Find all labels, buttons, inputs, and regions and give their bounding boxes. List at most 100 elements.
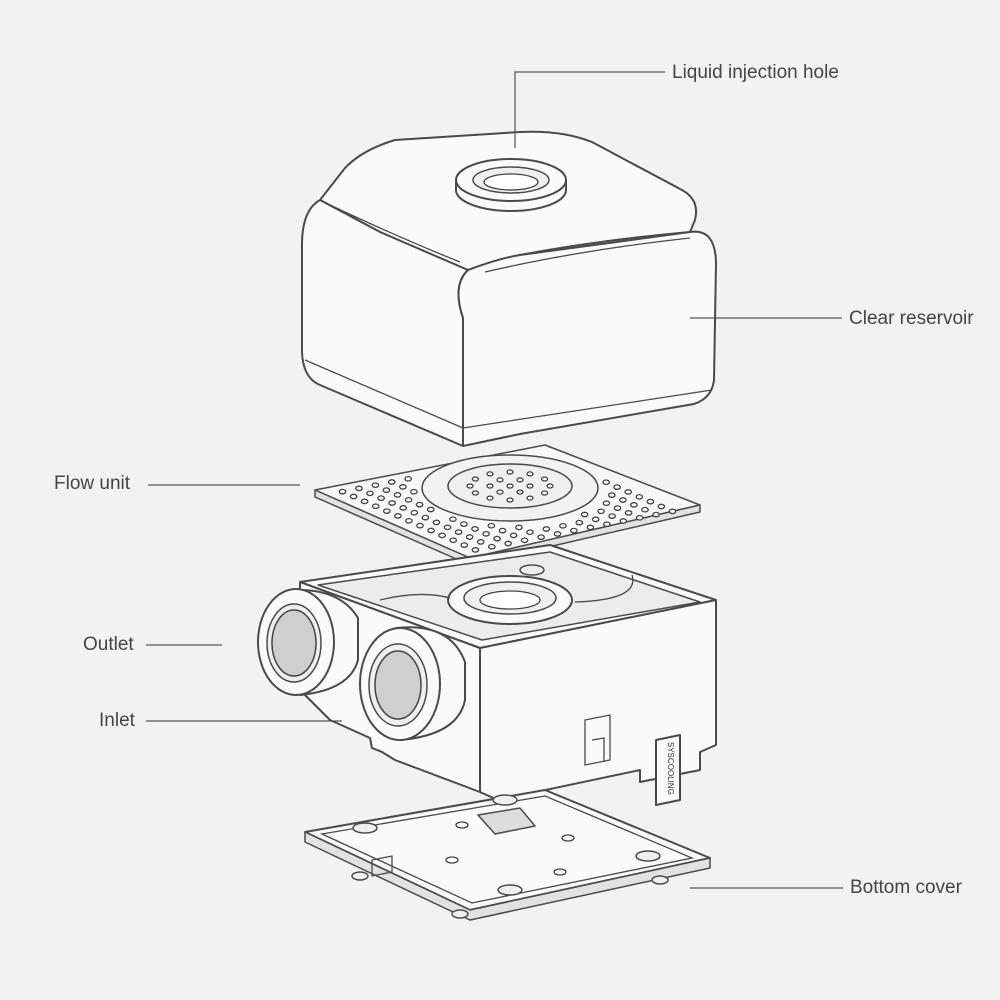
perforation-hole (619, 518, 628, 524)
center-perforation-hole (496, 489, 504, 495)
perforation-hole (382, 487, 391, 493)
label-liquid-injection-hole: Liquid injection hole (672, 62, 839, 83)
center-perforation-hole (496, 477, 504, 483)
perforation-hole (476, 539, 485, 545)
perforation-hole (338, 488, 347, 495)
perforation-hole (454, 529, 463, 535)
bottom-cover (304, 789, 711, 921)
label-bottom-cover: Bottom cover (850, 877, 962, 898)
perforation-hole (427, 527, 435, 534)
injection-hole-fitting (455, 158, 567, 212)
label-clear-reservoir: Clear reservoir (849, 308, 974, 329)
flow-unit-perforations (338, 475, 677, 553)
perforation-hole (355, 485, 363, 492)
center-perforation-hole (526, 471, 534, 477)
perforation-hole (646, 498, 655, 505)
center-perforation-hole (506, 469, 514, 475)
leader-lines (146, 71, 843, 889)
perforation-hole (608, 513, 616, 519)
perforation-hole (602, 500, 611, 507)
perforation-hole (399, 505, 408, 511)
perforation-hole (438, 532, 446, 539)
perforation-hole (366, 490, 374, 497)
perforation-hole (465, 534, 474, 540)
perforation-hole (460, 542, 469, 548)
perforation-hole (404, 475, 413, 482)
perforation-hole (460, 521, 468, 527)
perforation-hole (382, 508, 391, 514)
perforation-hole (443, 524, 452, 531)
perforation-hole (449, 516, 457, 523)
center-perforation-hole (471, 476, 480, 482)
inlet-fitting (359, 626, 466, 741)
perforation-hole (624, 489, 633, 495)
perforation-hole (399, 484, 407, 490)
perforation-hole (520, 537, 529, 544)
perforation-hole (526, 529, 534, 536)
perforation-hole (487, 543, 496, 550)
perforation-hole (624, 510, 633, 516)
perforation-hole (575, 519, 584, 526)
perforation-hole (393, 492, 402, 498)
perforation-hole (487, 522, 496, 529)
perforation-hole (498, 527, 507, 534)
center-perforation-hole (466, 483, 474, 489)
leader-liquid-injection-hole (514, 71, 665, 148)
syscooling-tag: SYSCOOLING (655, 734, 681, 806)
perforation-hole (607, 492, 616, 498)
perforation-hole (360, 498, 369, 505)
perforation-hole (471, 547, 480, 553)
perforation-hole (537, 534, 545, 540)
perforation-hole (515, 524, 523, 531)
perforation-hole (657, 503, 666, 510)
center-perforation-hole (516, 489, 524, 495)
perforation-hole (635, 514, 644, 521)
center-perforation-hole (516, 477, 524, 483)
perforation-hole (410, 509, 419, 516)
perforation-hole (404, 496, 413, 503)
perforation-hole (580, 511, 589, 518)
perforation-hole (394, 513, 402, 519)
perforation-hole (652, 511, 660, 518)
perforation-hole (542, 526, 551, 532)
perforation-hole (388, 500, 396, 506)
perforation-hole (635, 493, 644, 500)
perforation-hole (613, 484, 621, 490)
perforation-hole (613, 505, 622, 511)
perforation-hole (416, 522, 424, 529)
perforation-hole (377, 495, 385, 501)
center-perforation-hole (486, 483, 494, 489)
label-outlet: Outlet (83, 634, 134, 655)
perforation-hole (371, 503, 380, 510)
perforation-hole (415, 501, 424, 508)
center-perforation-hole (526, 495, 534, 501)
perforation-hole (504, 540, 513, 547)
perforation-hole (449, 537, 458, 544)
flow-unit-center-perforations (466, 469, 554, 503)
center-perforation-hole (486, 471, 494, 477)
perforation-hole (570, 527, 578, 534)
perforation-hole (405, 517, 413, 524)
clear-reservoir (301, 130, 717, 447)
label-flow-unit: Flow unit (54, 473, 131, 494)
perforation-hole (641, 506, 649, 513)
perforation-hole (591, 516, 600, 523)
perforation-hole (586, 524, 595, 531)
perforation-hole (482, 530, 490, 537)
perforation-hole (421, 514, 430, 521)
perforation-hole (471, 526, 479, 532)
perforation-hole (602, 521, 611, 528)
center-perforation-hole (486, 495, 494, 501)
center-perforation-hole (540, 476, 549, 482)
perforation-hole (410, 488, 418, 495)
perforation-hole (602, 479, 610, 486)
center-perforation-hole (471, 490, 480, 496)
perforation-hole (493, 535, 501, 542)
flow-unit-plate (314, 444, 701, 566)
perforation-hole (387, 479, 396, 485)
center-perforation-hole (506, 483, 514, 489)
perforation-hole (630, 502, 638, 508)
perforation-hole (668, 508, 677, 515)
